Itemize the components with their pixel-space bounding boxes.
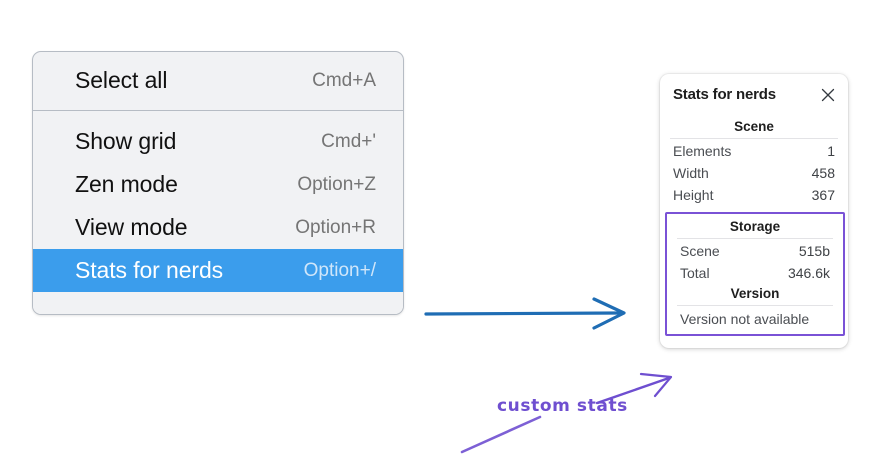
- context-menu[interactable]: Select all Cmd+A Show grid Cmd+' Zen mod…: [32, 51, 404, 315]
- section-divider: [677, 238, 833, 239]
- scene-section: Scene Elements 1 Width 458 Height 367: [660, 117, 848, 206]
- menu-group-top: Select all Cmd+A: [33, 52, 403, 110]
- menu-item-label: Select all: [75, 67, 168, 93]
- row-key: Width: [673, 165, 709, 181]
- row-key: Elements: [673, 143, 732, 159]
- menu-item-zen-mode[interactable]: Zen mode Option+Z: [33, 163, 403, 206]
- row-value: 458: [811, 165, 835, 181]
- version-value: Version not available: [680, 311, 810, 327]
- row-value: 367: [811, 187, 835, 203]
- section-divider: [670, 138, 838, 139]
- blue-arrow: [424, 297, 626, 330]
- menu-separator: [33, 110, 403, 111]
- menu-item-shortcut: Cmd+': [321, 130, 376, 152]
- row-key: Total: [680, 265, 710, 281]
- close-icon[interactable]: [820, 87, 836, 103]
- table-row: Scene 515b: [667, 240, 843, 262]
- menu-item-stats-for-nerds[interactable]: Stats for nerds Option+/: [33, 249, 403, 292]
- menu-item-select-all[interactable]: Select all Cmd+A: [33, 59, 403, 102]
- stats-for-nerds-panel: Stats for nerds Scene Elements 1 Width 4…: [660, 74, 848, 348]
- menu-item-shortcut: Option+R: [295, 216, 376, 238]
- table-row: Elements 1: [660, 140, 848, 162]
- row-value: 1: [827, 143, 835, 159]
- menu-item-label: Zen mode: [75, 171, 178, 197]
- menu-group-bottom: Show grid Cmd+' Zen mode Option+Z View m…: [33, 111, 403, 314]
- row-key: Scene: [680, 243, 720, 259]
- menu-item-label: Stats for nerds: [75, 257, 224, 283]
- scene-section-title: Scene: [734, 119, 774, 134]
- version-section: Version Version not available: [667, 284, 843, 329]
- menu-bottom-padding: [33, 292, 403, 314]
- custom-stats-highlight-box: Storage Scene 515b Total 346.6k Version …: [665, 212, 845, 336]
- stats-panel-title: Stats for nerds: [673, 86, 776, 103]
- menu-item-shortcut: Option+Z: [297, 173, 376, 195]
- purple-underline-stroke: [460, 415, 542, 454]
- stats-panel-header: Stats for nerds: [660, 86, 848, 103]
- menu-item-label: View mode: [75, 214, 188, 240]
- table-row: Height 367: [660, 184, 848, 206]
- row-value: 346.6k: [787, 265, 830, 281]
- table-row: Total 346.6k: [667, 262, 843, 284]
- table-row: Width 458: [660, 162, 848, 184]
- storage-section-title: Storage: [729, 219, 781, 234]
- menu-item-view-mode[interactable]: View mode Option+R: [33, 206, 403, 249]
- section-divider: [677, 305, 833, 306]
- menu-item-shortcut: Cmd+A: [312, 69, 376, 91]
- menu-item-show-grid[interactable]: Show grid Cmd+': [33, 120, 403, 163]
- version-section-title: Version: [730, 286, 780, 301]
- storage-section: Storage Scene 515b Total 346.6k: [667, 217, 843, 284]
- menu-item-shortcut: Option+/: [303, 259, 376, 281]
- menu-item-label: Show grid: [75, 128, 177, 154]
- row-value: 515b: [798, 243, 830, 259]
- row-key: Height: [673, 187, 714, 203]
- custom-stats-annotation-label: custom stats: [497, 396, 628, 416]
